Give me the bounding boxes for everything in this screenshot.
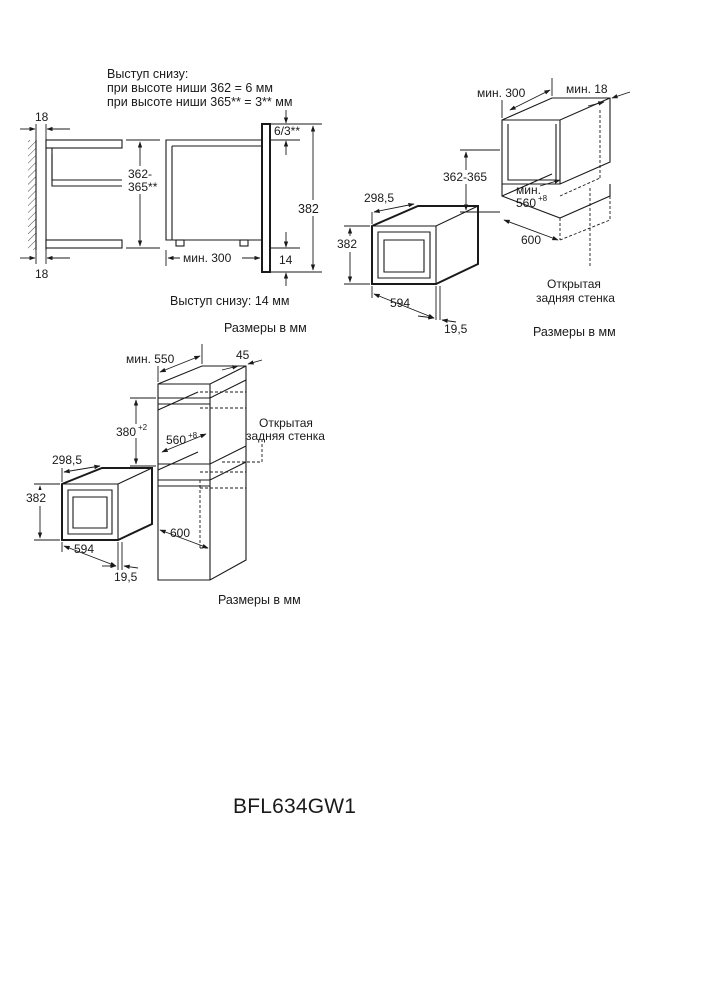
protrusion-note-line2: при высоте ниши 362 = 6 мм — [107, 81, 273, 95]
units-note-1: Размеры в мм — [224, 321, 307, 335]
figure-side-section: Выступ снизу: при высоте ниши 362 = 6 мм… — [20, 67, 329, 335]
device-height-dim-2: 382 — [337, 237, 357, 251]
units-note-2: Размеры в мм — [533, 325, 616, 339]
bottom-protrusion-note: Выступ снизу: 14 мм — [170, 294, 289, 308]
model-code: BFL634GW1 — [233, 795, 357, 818]
wall-niche-width-tol: +8 — [538, 194, 548, 203]
min-depth-dim: мин. 300 — [183, 251, 232, 265]
tall-rear-wall-2: задняя стенка — [246, 429, 325, 443]
front-panel — [261, 123, 271, 273]
wall-bottom-dim: 18 — [35, 267, 49, 281]
bottom-gap-dim: 14 — [279, 253, 293, 267]
wall-niche-min-label: мин. — [516, 183, 541, 197]
units-note-3: Размеры в мм — [218, 593, 301, 607]
wall-hatch — [28, 140, 36, 250]
device-height-dim-3: 382 — [26, 491, 46, 505]
tall-side-dim: 45 — [236, 348, 250, 362]
front-depth-dim-2: 19,5 — [444, 322, 468, 336]
tall-niche-height-tol: +2 — [138, 423, 148, 432]
tall-niche-height-dim: 380 — [116, 425, 136, 439]
niche-height-dim-a: 362- — [128, 167, 152, 181]
figure-tall-cabinet: мин. 550 45 380 +2 560 +8 Открытая задня… — [24, 344, 325, 607]
niche-height-dim-b: 365** — [128, 180, 158, 194]
wall-min-depth-dim: мин. 300 — [477, 86, 526, 100]
tall-rear-wall-1: Открытая — [259, 416, 313, 430]
device-depth-dim-3: 298,5 — [52, 453, 82, 467]
front-depth-dim-3: 19,5 — [114, 570, 138, 584]
device-width-dim-2: 594 — [390, 296, 410, 310]
tall-min-depth-dim: мин. 550 — [126, 352, 175, 366]
tall-niche-width-tol: +8 — [188, 431, 198, 440]
protrusion-note-line1: Выступ снизу: — [107, 67, 188, 81]
protrusion-note-line3: при высоте ниши 365** = 3** мм — [107, 95, 292, 109]
wall-niche-width-dim: 560 — [516, 196, 536, 210]
overhang-dim: 6/3** — [274, 124, 300, 138]
figure-wall-cabinet: мин. 300 мин. 18 362-365 мин. 560 +8 600… — [336, 78, 631, 339]
device-width-dim-3: 594 — [74, 542, 94, 556]
wall-niche-height-dim: 362-365 — [443, 170, 487, 184]
tall-niche-width-dim: 560 — [166, 433, 186, 447]
wall-niche-depth-dim: 600 — [521, 233, 541, 247]
device-height-dim: 382 — [298, 202, 319, 216]
wall-min-side-dim: мин. 18 — [566, 82, 608, 96]
device-depth-dim-2: 298,5 — [364, 191, 394, 205]
wall-rear-wall-1: Открытая — [547, 277, 601, 291]
wall-rear-wall-2: задняя стенка — [536, 291, 615, 305]
wall-top-dim: 18 — [35, 110, 49, 124]
